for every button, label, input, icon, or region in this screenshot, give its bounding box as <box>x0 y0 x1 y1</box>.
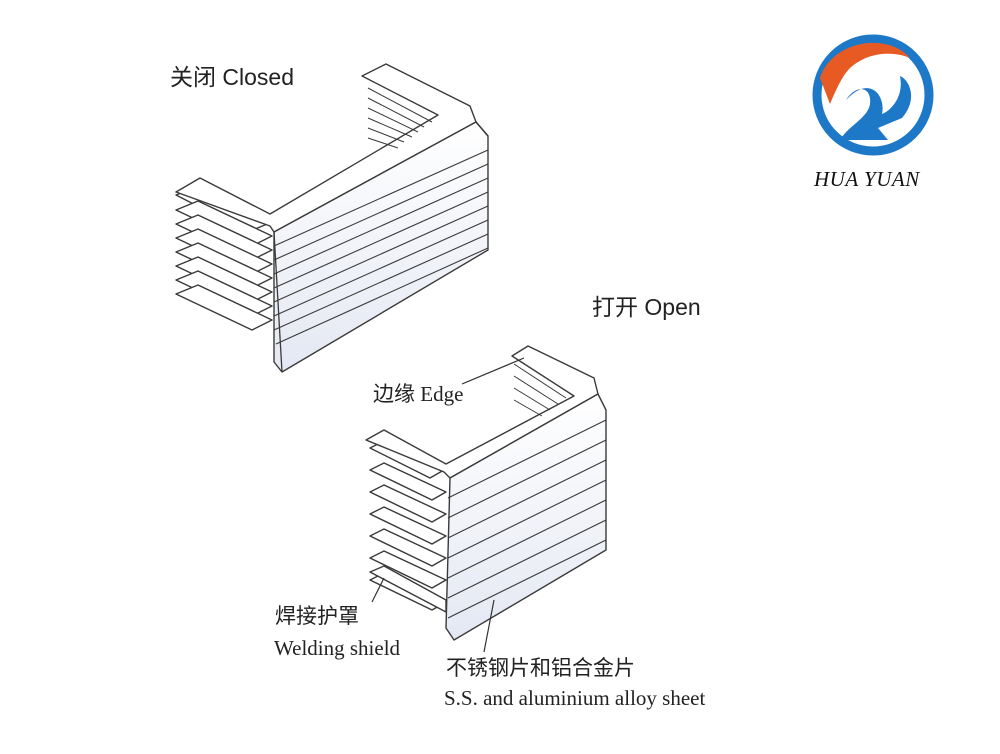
open-back-folds <box>513 363 567 417</box>
logo-text: HUA YUAN <box>814 167 920 191</box>
closed-front-folds <box>273 149 489 345</box>
closed-bellows <box>175 63 489 373</box>
welding-leader <box>371 577 385 603</box>
welding-shield-label-zh: 焊接护罩 <box>275 604 359 628</box>
closed-top-cap <box>175 63 477 233</box>
closed-label: 关闭 Closed <box>170 64 294 90</box>
closed-back-folds <box>367 87 433 149</box>
edge-label: 边缘 Edge <box>373 382 464 406</box>
logo-orange-swoosh <box>820 42 910 104</box>
logo-ring <box>812 34 934 156</box>
logo-blue-swoosh <box>840 76 912 140</box>
open-front-face <box>445 393 607 641</box>
sheet-label-zh: 不锈钢片和铝合金片 <box>446 656 635 680</box>
open-front-folds <box>447 419 607 619</box>
closed-left-pleats <box>175 185 273 331</box>
edge-leader <box>461 357 525 385</box>
leader-lines <box>371 357 525 653</box>
open-top-cap <box>365 345 599 479</box>
welding-shield-label-en: Welding shield <box>274 636 401 660</box>
sheet-label-en: S.S. and aluminium alloy sheet <box>444 686 706 710</box>
huayuan-logo <box>812 34 934 156</box>
open-bellows <box>365 345 607 641</box>
open-label: 打开 Open <box>592 294 701 320</box>
sheet-leader <box>483 599 495 653</box>
welding-shield-plate <box>369 565 447 613</box>
open-left-pleats <box>369 440 447 611</box>
